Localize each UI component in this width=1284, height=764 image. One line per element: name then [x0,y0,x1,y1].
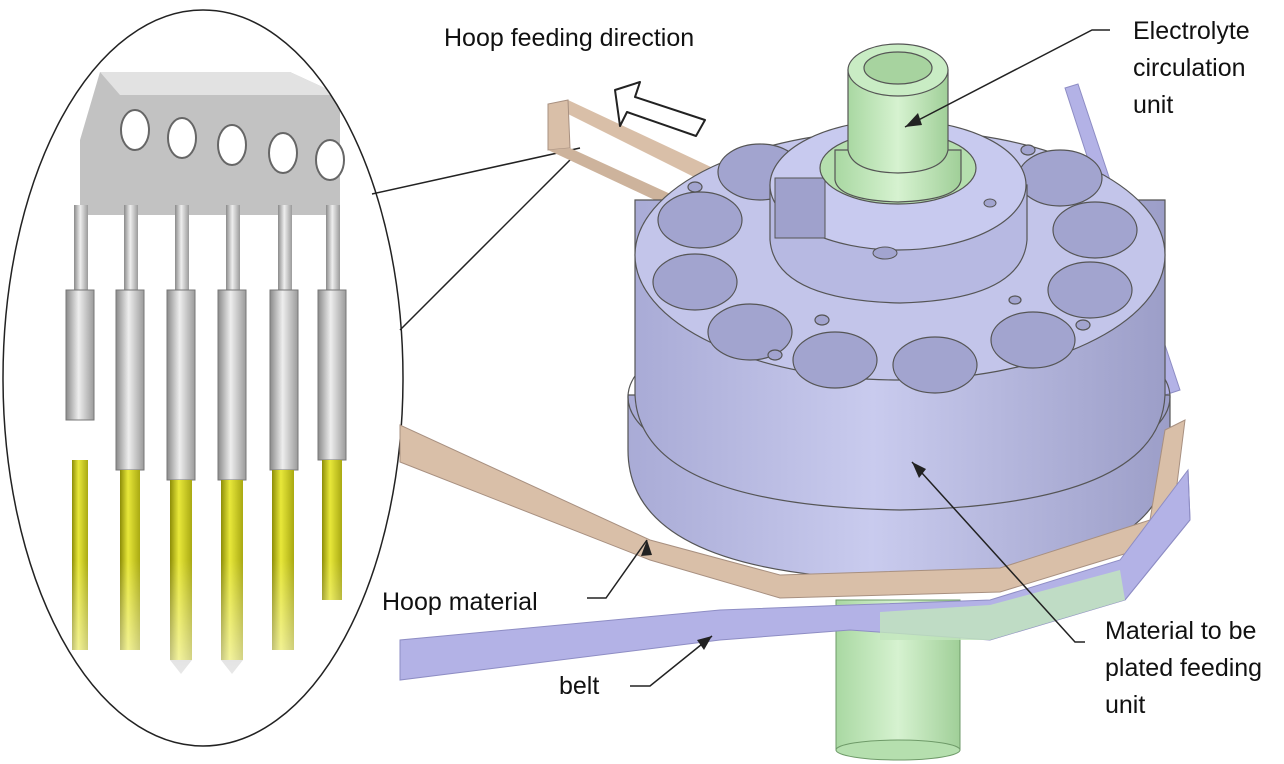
zoom-line-bottom [399,157,573,331]
leader-electrolyte [904,29,1110,128]
label-electrolyte-line1: Electrolyte [1133,17,1250,45]
label-electrolyte-line2: circulation [1133,54,1246,82]
label-material-line1: Material to be [1105,617,1257,645]
label-hoop-material: Hoop material [382,588,538,616]
leader-belt [630,635,713,687]
leader-lines [587,29,1110,687]
leader-arrowheads [641,113,926,650]
leader-hoop-material [587,539,648,599]
leader-material [911,461,1085,643]
magnified-pin-detail [3,72,403,746]
magnifier-oval [2,9,404,747]
plating-drum [627,119,1171,581]
drum-holes [652,143,1138,394]
label-belt: belt [559,672,600,700]
label-electrolyte-line3: unit [1133,91,1174,119]
belt [399,468,1191,681]
zoom-line-top [371,147,581,195]
label-material-line2: plated feeding [1105,654,1263,682]
hoop-feeding-direction-arrow [614,81,706,137]
label-material-line3: unit [1105,691,1146,719]
electrolyte-circulation-unit [819,43,977,205]
label-hoop-feeding-direction: Hoop feeding direction [444,24,695,52]
hoop-material-front [399,419,1186,599]
